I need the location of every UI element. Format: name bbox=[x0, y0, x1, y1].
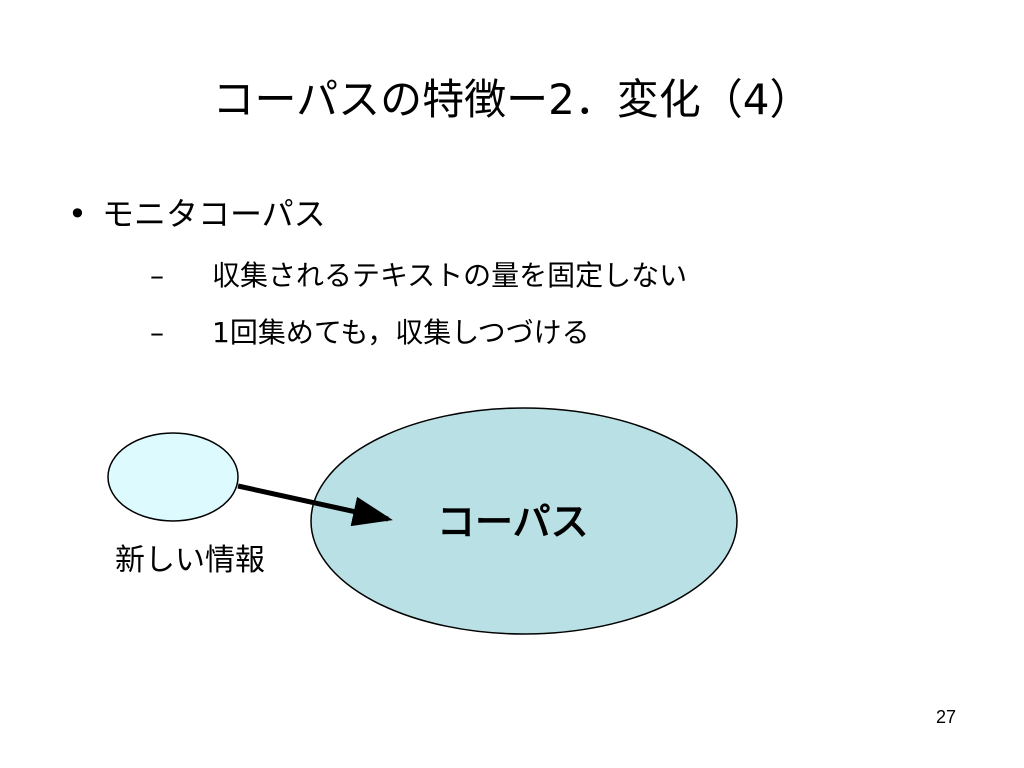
bullet-text: モニタコーパス bbox=[102, 195, 326, 233]
sub-bullet-marker: – bbox=[150, 316, 164, 349]
arrow bbox=[237, 483, 393, 527]
corpus-ellipse bbox=[310, 407, 738, 635]
sub-bullet-text: 1回集めても，収集しつづける bbox=[212, 316, 590, 349]
new-info-ellipse bbox=[107, 432, 239, 522]
bullet-marker: • bbox=[68, 195, 87, 233]
slide-title: コーパスの特徴ー2．変化（4） bbox=[212, 75, 812, 124]
page-number: 27 bbox=[936, 707, 957, 727]
sub-bullet-item: – 収集されるテキストの量を固定しない bbox=[150, 256, 687, 296]
corpus-label: コーパス bbox=[437, 500, 589, 544]
new-info-label: 新しい情報 bbox=[115, 543, 265, 578]
sub-bullet-text: 収集されるテキストの量を固定しない bbox=[212, 259, 688, 292]
sub-bullet-item: – 1回集めても，収集しつづける bbox=[150, 313, 590, 353]
sub-bullet-marker: – bbox=[150, 259, 164, 292]
bullet-item-monitor-corpus: • モニタコーパス bbox=[68, 192, 326, 236]
